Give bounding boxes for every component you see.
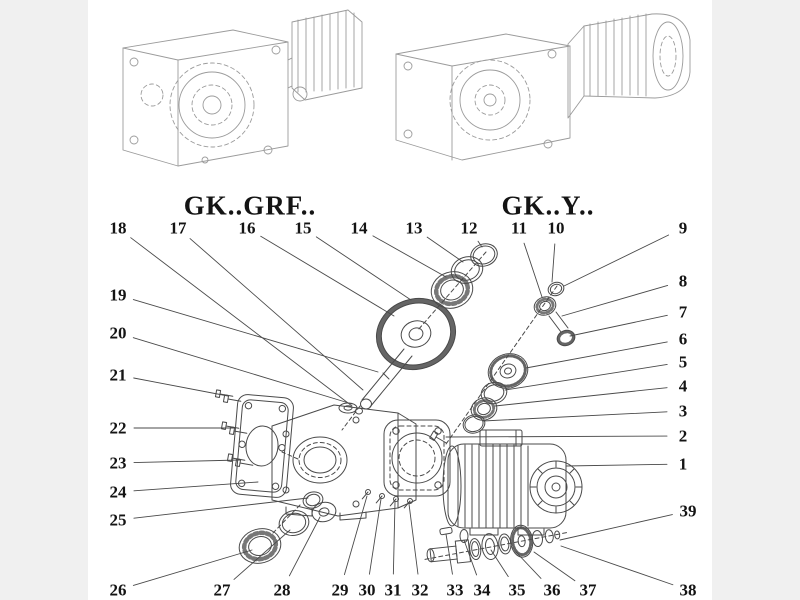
housing-screws [361, 489, 413, 509]
part-number-2: 2 [678, 426, 688, 446]
main-gear [375, 297, 457, 371]
part-number-15: 15 [294, 218, 312, 238]
part-number-31: 31 [384, 580, 402, 600]
part-number-25: 25 [109, 510, 127, 530]
part-number-8: 8 [678, 271, 688, 291]
part-number-10: 10 [547, 218, 565, 238]
output-bearing-set [238, 491, 337, 564]
part-number-34: 34 [473, 580, 491, 600]
exploded-view [214, 243, 583, 564]
shaft-key-washer [439, 526, 469, 543]
part-number-19: 19 [109, 285, 127, 305]
leader-lines [130, 234, 674, 586]
motor-drawing [567, 13, 691, 119]
lower-bearing [470, 397, 498, 421]
part-number-16: 16 [238, 218, 256, 238]
part-number-11: 11 [510, 218, 528, 238]
terminal-box [479, 429, 523, 447]
housing [271, 402, 451, 521]
part-number-24: 24 [109, 482, 127, 502]
part-number-6: 6 [678, 329, 688, 349]
finned-cover [291, 9, 363, 102]
gear-shaft [355, 348, 413, 415]
part-number-9: 9 [678, 218, 688, 238]
part-number-18: 18 [109, 218, 127, 238]
part-number-4: 4 [678, 376, 688, 396]
part-number-28: 28 [273, 580, 291, 600]
part-number-27: 27 [213, 580, 231, 600]
part-number-38: 38 [679, 580, 697, 600]
part-number-1: 1 [678, 454, 688, 474]
axis-line [271, 504, 301, 535]
axis-line [341, 405, 361, 431]
part-number-12: 12 [460, 218, 478, 238]
model-label-gky: GK..Y.. [501, 190, 595, 221]
diagram-canvas [88, 0, 712, 600]
part-number-5: 5 [678, 352, 688, 372]
part-number-36: 36 [543, 580, 561, 600]
axis-line [417, 251, 487, 331]
gearbox-drawing-gky [395, 13, 691, 161]
input-gear [487, 353, 529, 389]
part-number-32: 32 [411, 580, 429, 600]
part-number-37: 37 [579, 580, 597, 600]
flange-bolts [214, 389, 254, 467]
part-number-26: 26 [109, 580, 127, 600]
part-number-33: 33 [446, 580, 464, 600]
motor [442, 429, 583, 536]
part-number-35: 35 [508, 580, 526, 600]
gearbox-drawing-grf [122, 9, 363, 167]
part-number-21: 21 [109, 365, 127, 385]
part-number-3: 3 [678, 401, 688, 421]
part-number-23: 23 [109, 453, 127, 473]
mounting-flange [230, 394, 294, 498]
part-number-30: 30 [358, 580, 376, 600]
part-number-22: 22 [109, 418, 127, 438]
part-number-13: 13 [405, 218, 423, 238]
part-number-7: 7 [678, 302, 688, 322]
part-number-39: 39 [679, 501, 697, 521]
model-label-gkgrf: GK..GRF.. [183, 190, 317, 221]
part-number-20: 20 [109, 323, 127, 343]
part-number-29: 29 [331, 580, 349, 600]
spacer-ring [480, 381, 508, 405]
flange-bolt [429, 430, 447, 444]
part-number-17: 17 [169, 218, 187, 238]
part-number-14: 14 [350, 218, 368, 238]
upper-bearing [430, 271, 474, 309]
